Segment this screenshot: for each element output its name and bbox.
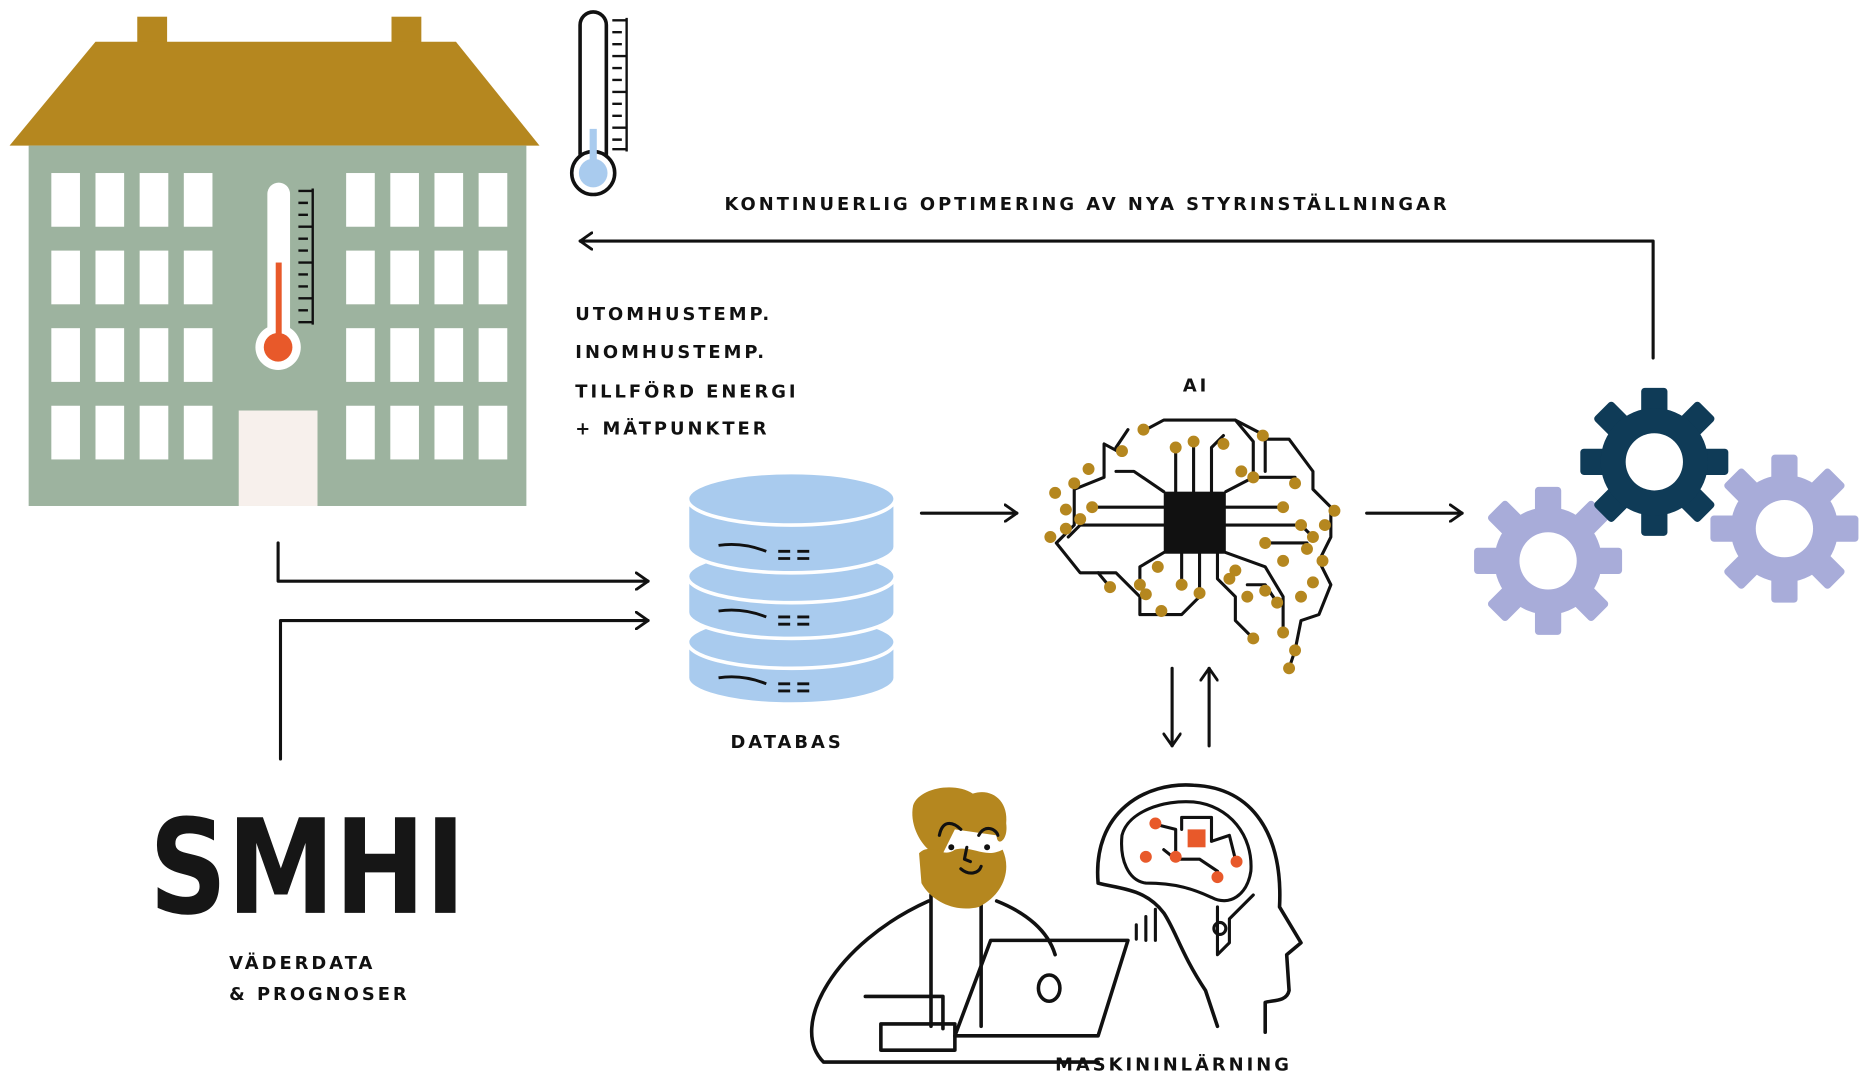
svg-text:SMHI: SMHI bbox=[149, 791, 465, 944]
thermometer-icon bbox=[569, 10, 628, 197]
gear-icon bbox=[1710, 454, 1859, 603]
gears-icon bbox=[1474, 387, 1859, 635]
wifi-signal-icon bbox=[1134, 907, 1157, 942]
input-label: TILLFÖRD ENERGI bbox=[575, 380, 798, 402]
smhi-logo: SMHI bbox=[149, 791, 465, 944]
gear-icon bbox=[1474, 486, 1623, 635]
building-icon bbox=[9, 16, 540, 506]
robot-head-icon bbox=[1095, 783, 1303, 1035]
gear-icon bbox=[1580, 387, 1729, 536]
building-to-database-arrow bbox=[276, 541, 650, 581]
indoor-thermometer-icon bbox=[255, 182, 314, 370]
ai-chip bbox=[1163, 491, 1226, 554]
person-laptop-icon bbox=[810, 787, 1130, 1064]
database-label: DATABAS bbox=[730, 732, 843, 753]
feedback-label: KONTINUERLIG OPTIMERING AV NYA STYRINSTÄ… bbox=[725, 193, 1450, 215]
input-label: UTOMHUSTEMP. bbox=[575, 304, 772, 325]
input-label: + MÄTPUNKTER bbox=[575, 417, 769, 439]
feedback-arrow bbox=[578, 241, 1655, 360]
smhi-to-database-arrow bbox=[278, 621, 650, 761]
input-labels: UTOMHUSTEMP. INOMHUSTEMP. TILLFÖRD ENERG… bbox=[575, 304, 798, 440]
input-label: INOMHUSTEMP. bbox=[575, 342, 767, 363]
smhi-caption: VÄDERDATA bbox=[229, 952, 375, 974]
database-icon bbox=[685, 470, 897, 706]
smhi-caption: & PROGNOSER bbox=[229, 984, 410, 1005]
machine-learning-label: MASKININLÄRNING bbox=[1055, 1053, 1292, 1075]
ai-label: AI bbox=[1183, 375, 1209, 396]
door bbox=[238, 410, 318, 506]
brain-circuit-icon bbox=[1044, 418, 1341, 675]
